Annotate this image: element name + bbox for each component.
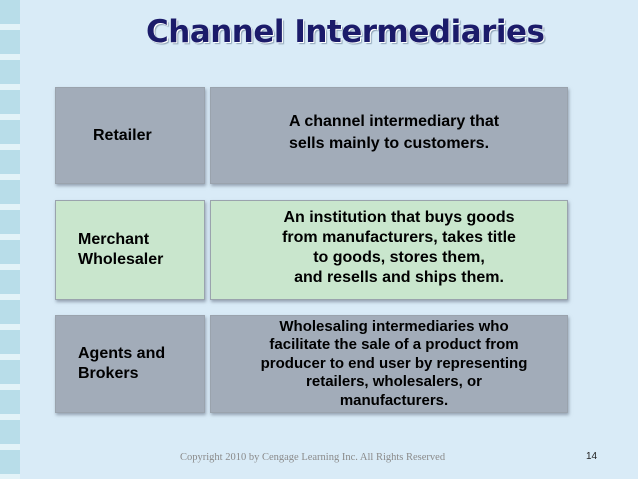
page-number: 14: [586, 451, 598, 462]
copyright-footer: Copyright 2010 by Cengage Learning Inc. …: [180, 452, 446, 463]
term-label: Agents and Brokers: [78, 345, 166, 382]
definition-text: A channel intermediary that sells mainly…: [288, 112, 500, 152]
left-decorative-stripe: [0, 0, 20, 479]
term-label: Retailer: [93, 126, 152, 144]
definition-box-merchant-wholesaler: An institution that buys goods from manu…: [210, 200, 568, 300]
term-label: Merchant Wholesaler: [78, 231, 164, 268]
slide-title: Channel Intermediaries: [146, 14, 545, 50]
definition-text: Wholesaling intermediaries who facilitat…: [260, 317, 528, 409]
term-box-merchant-wholesaler: Merchant Wholesaler: [55, 200, 205, 300]
term-box-agents-and-brokers: Agents and Brokers: [55, 315, 205, 413]
definition-box-agents-and-brokers: Wholesaling intermediaries who facilitat…: [210, 315, 568, 413]
definition-text: An institution that buys goods from manu…: [282, 209, 516, 286]
term-box-retailer: Retailer: [55, 87, 205, 184]
definition-box-retailer: A channel intermediary that sells mainly…: [210, 87, 568, 184]
